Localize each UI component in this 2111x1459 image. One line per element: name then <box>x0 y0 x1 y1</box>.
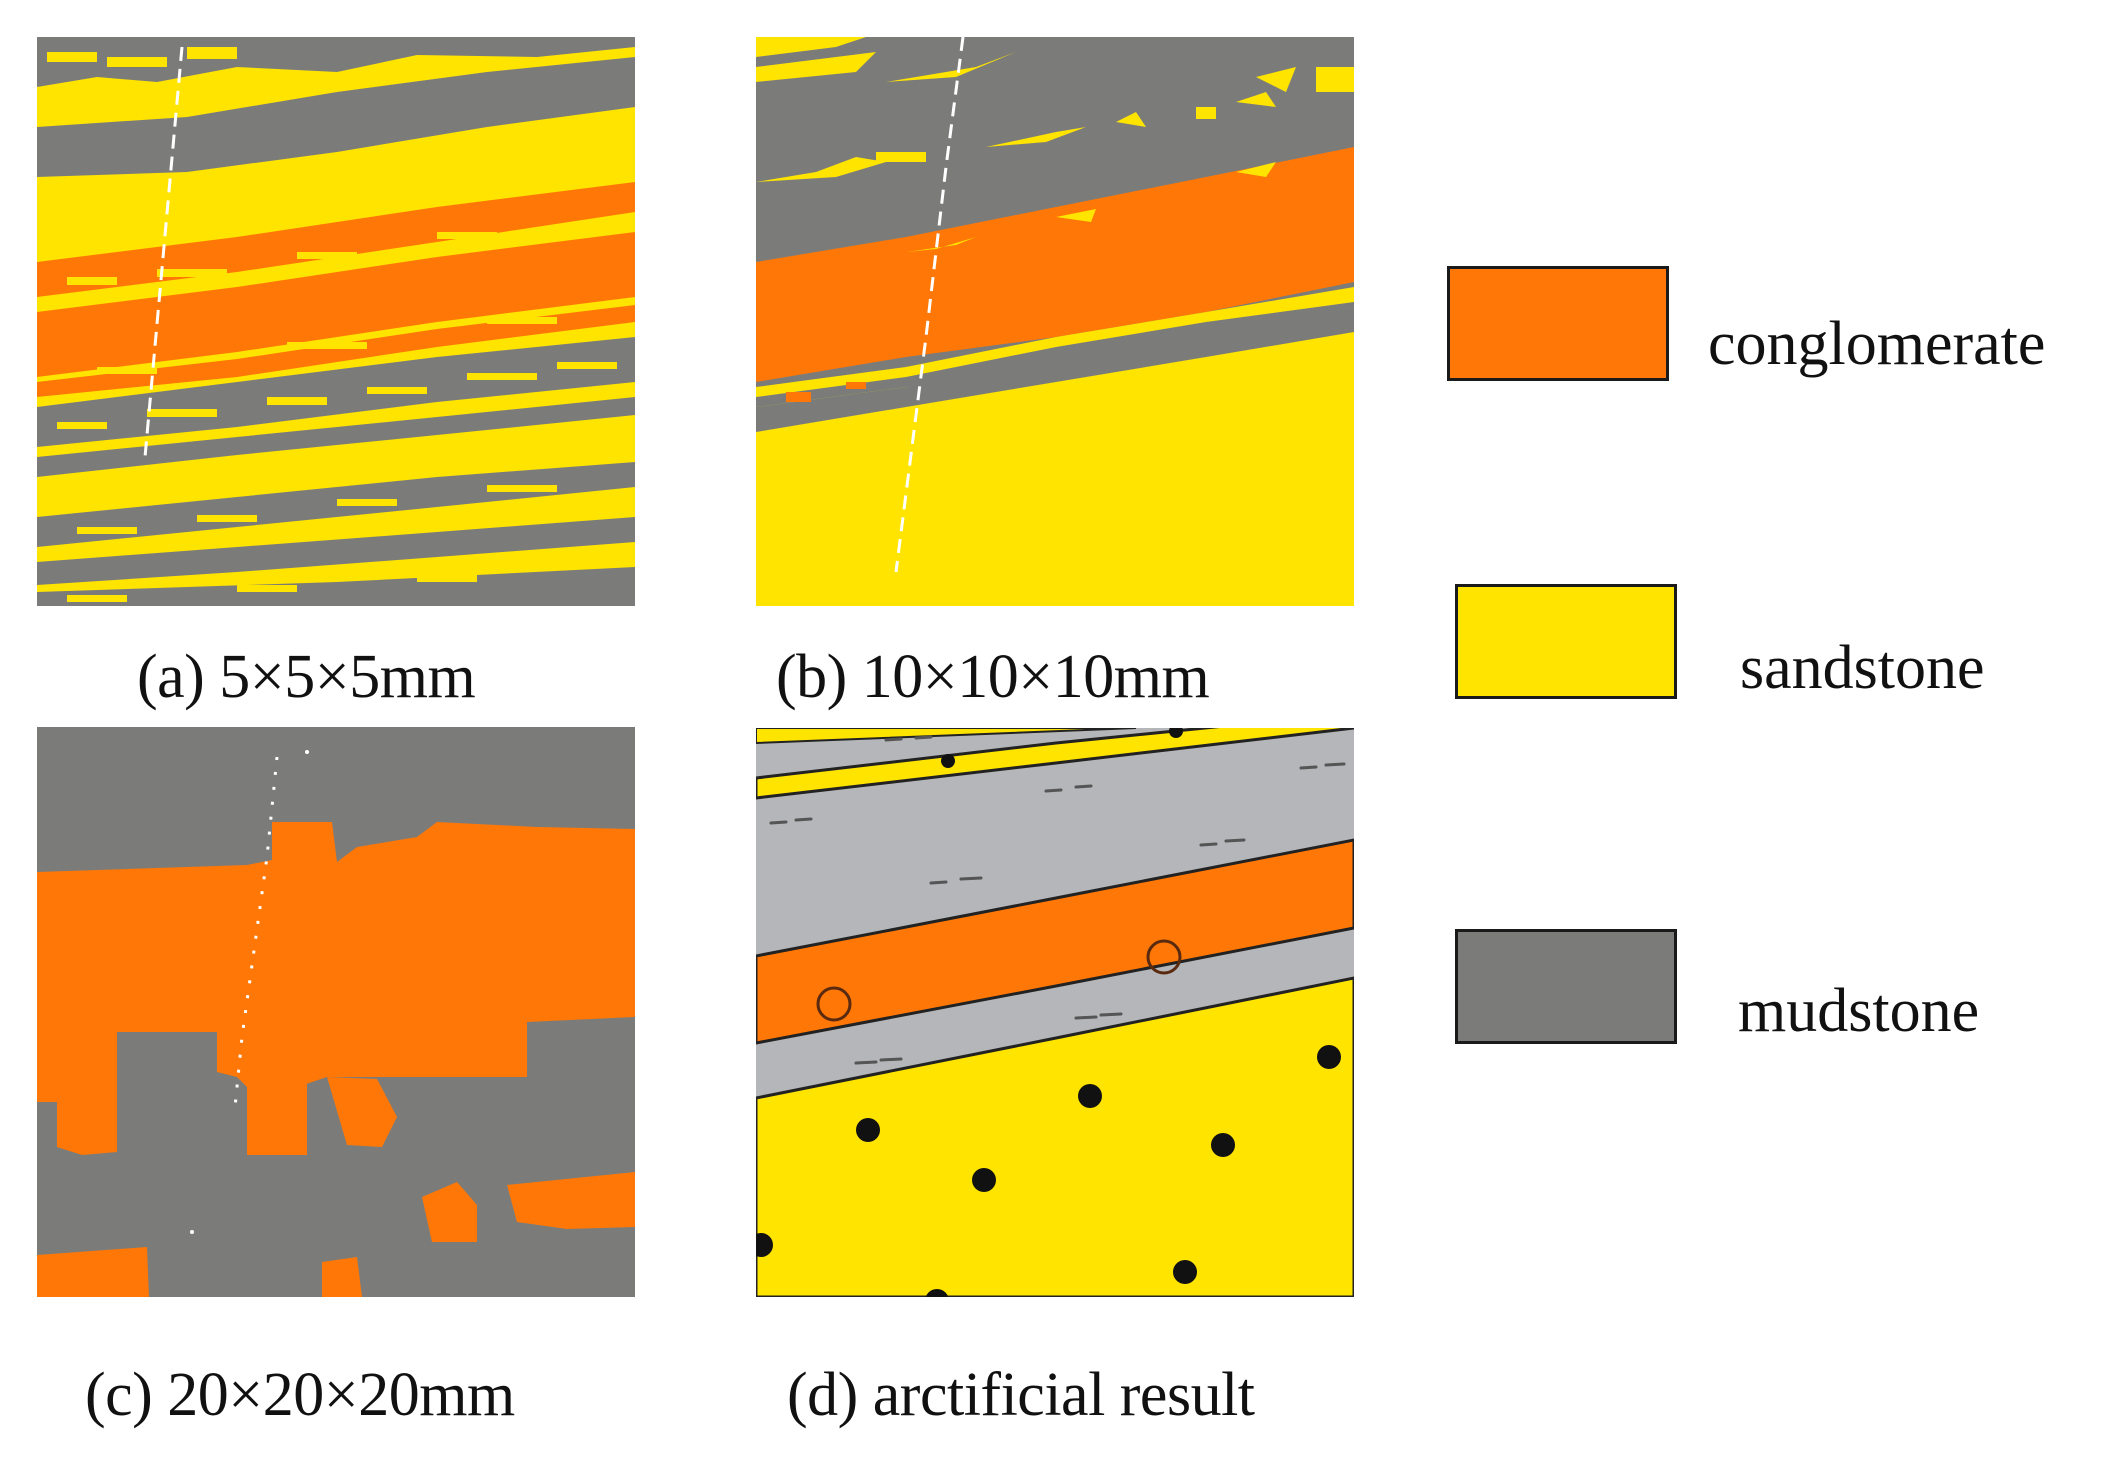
panel-b-10mm-lithology-map <box>756 37 1354 606</box>
legend-swatch-conglomerate <box>1447 266 1669 381</box>
legend-swatch-sandstone <box>1455 584 1677 699</box>
panel-c-caption: (c) 20×20×20mm <box>85 1361 515 1429</box>
panel-d-caption: (d) arctificial result <box>787 1361 1255 1429</box>
legend-label-conglomerate: conglomerate <box>1708 310 2046 378</box>
panel-c-20mm-lithology-map <box>37 727 635 1297</box>
panel-d-artificial-interpretation <box>756 728 1354 1297</box>
legend-label-sandstone: sandstone <box>1740 634 1985 702</box>
legend-swatch-mudstone <box>1455 929 1677 1044</box>
panel-a-5mm-lithology-map <box>37 37 635 606</box>
panel-b-caption: (b) 10×10×10mm <box>776 643 1210 711</box>
panel-a-caption: (a) 5×5×5mm <box>137 643 476 711</box>
legend-label-mudstone: mudstone <box>1738 977 1980 1045</box>
